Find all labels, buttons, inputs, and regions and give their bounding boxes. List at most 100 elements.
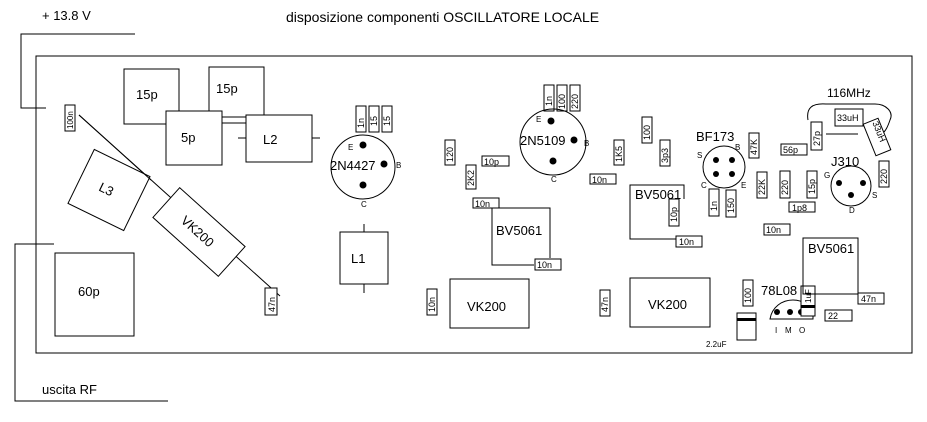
frequency-label: 116MHz [827,86,871,100]
capacitor-10n-b [589,173,617,185]
shield-bv5061-b [629,184,685,240]
pin-label: S [697,151,702,160]
resistor-100-q2 [556,84,568,112]
label-5p: 5p [181,130,195,145]
supply-voltage-label: + 13.8 V [42,8,91,23]
pin [836,180,842,186]
inductor-l3: L3 [67,148,151,232]
pin-label: G [824,171,830,180]
capacitor-27p [810,121,823,151]
pin [787,309,793,315]
choke-vk200-right [629,277,711,328]
resistor-120 [444,139,456,166]
label-2n4427: 2N4427 [330,158,376,173]
pin-label: M [785,326,792,335]
label-100-mid: 100 [642,125,652,140]
polarity-stripe [801,305,815,308]
label-2n5109: 2N5109 [520,133,566,148]
pin-label: S [872,191,877,200]
label-220-b: 220 [780,180,790,195]
label-bv5061-c: BV5061 [808,241,854,256]
label-3p3: 3p3 [660,148,670,163]
label-15-b: 15 [382,116,392,126]
capacitor-1n-q1 [355,105,367,133]
capacitor-47n-right [857,292,885,305]
label-60p: 60p [78,284,100,299]
label-l1: L1 [351,251,365,266]
pin-label: C [701,181,707,190]
label-bv5061-b: BV5061 [635,187,681,202]
diagram-title: disposizione componenti OSCILLATORE LOCA… [286,9,599,25]
label-10p-a: 10p [484,157,499,167]
loop-wire [807,103,892,133]
resistor-47k [748,132,760,159]
pin-label: C [551,175,557,184]
resistor-220-q2 [569,84,581,112]
label-vk200-right: VK200 [648,297,687,312]
pin-label: E [348,143,353,152]
pin [729,157,735,163]
trimmer-capacitor-5p [165,110,223,166]
pin [860,180,866,186]
label-1uf: 1uF [804,289,813,303]
label-47n-mid: 47n [600,297,610,312]
label-2u2: 2.2uF [706,340,727,349]
label-l2: L2 [263,132,277,147]
pin [713,171,719,177]
label-1n-q1: 1n [356,118,366,128]
shield-bv5061-c [802,237,859,295]
label-10n-bv-a: 10n [537,260,552,270]
pin-label: C [361,200,367,209]
label-47n-right: 47n [861,294,876,304]
label-10n-b: 10n [592,175,607,185]
capacitor-3p3 [659,139,671,167]
label-220-j310: 220 [879,169,889,184]
label-100-q2: 100 [557,94,567,109]
label-120: 120 [445,147,455,162]
inductor-33uh-a [834,108,864,127]
label-bf173: BF173 [696,129,734,144]
transistor-2n4427 [330,134,396,200]
label-10n-right: 10n [766,225,781,235]
label-1k5: 1K5 [614,146,624,162]
capacitor-10n-a [472,197,500,209]
label-vk200-mid: VK200 [467,299,506,314]
resistor-22 [824,309,853,322]
transistor-bf173 [702,145,746,189]
label-100-reg: 100 [743,288,753,303]
label-10p-b: 10p [669,207,679,222]
label-1p8: 1p8 [792,203,807,213]
capacitor-15p [806,170,818,199]
resistor-15-a [368,105,380,133]
polarity-stripe [737,318,756,321]
label-100n-left: 100n [66,111,75,129]
label-j310: J310 [831,154,859,169]
label-l3: L3 [97,179,117,199]
inductor-l2 [245,114,313,163]
pin-label: O [799,326,805,335]
choke-vk200-diagonal: VK200 [152,186,246,278]
resistor-15-b [381,105,393,133]
capacitor-10n-mid [426,288,438,316]
rf-output-lead [14,243,168,402]
resistor-100-reg [742,279,754,307]
pin [359,141,367,149]
label-78l08: 78L08 [761,283,797,298]
resistor-220-b [779,170,791,199]
pin-label: D [849,206,855,215]
label-220-q2: 220 [570,94,580,109]
trimmer-capacitor-15p-b [208,66,265,118]
label-1n-q2: 1n [544,96,554,106]
label-47k: 47K [749,139,759,155]
label-10n-a: 10n [475,199,490,209]
pin-label: B [584,139,589,148]
pin-label: B [396,161,401,170]
pin [359,181,367,189]
pin-label: E [741,181,746,190]
pin [549,157,557,165]
label-10n-bv-b: 10n [679,237,694,247]
choke-vk200-mid [449,278,530,329]
resistor-2k2 [465,164,477,190]
capacitor-1p8 [788,201,816,213]
